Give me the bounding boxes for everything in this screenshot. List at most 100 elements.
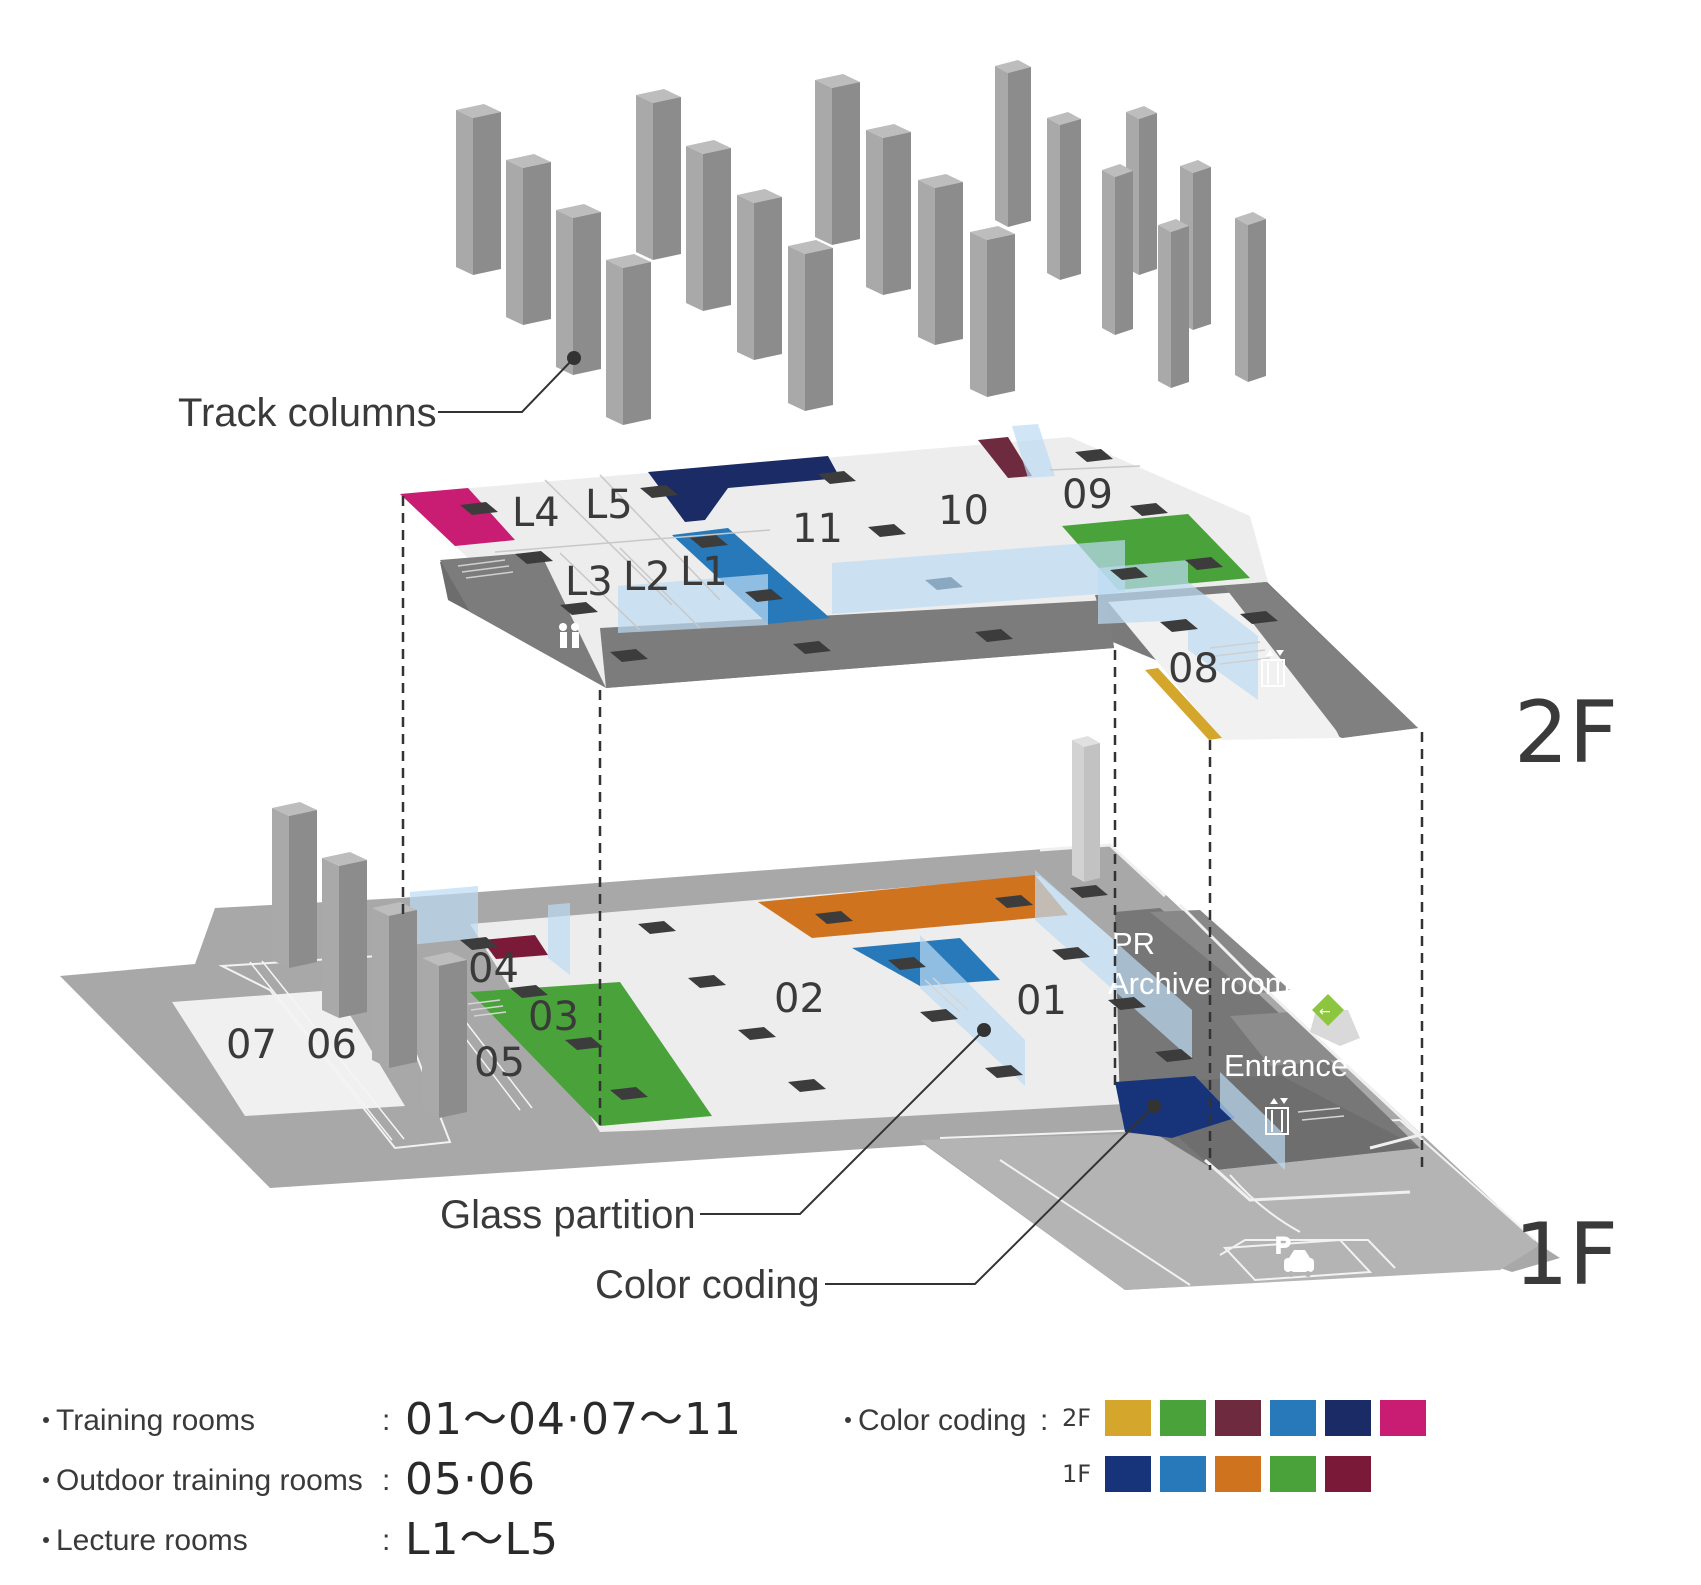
column [788, 240, 833, 411]
column [456, 104, 501, 275]
room-label-06: 06 [306, 1022, 357, 1068]
room-label-l2: L2 [623, 554, 671, 600]
zone-wine-2f [978, 437, 1032, 478]
legend-row-2f: 2F [1062, 1404, 1091, 1432]
column [272, 802, 317, 968]
elevator-icon [1265, 1098, 1289, 1135]
column [506, 154, 551, 325]
color-swatch [1160, 1400, 1206, 1436]
floor-label-2f: 2F [1514, 683, 1618, 783]
callout-color-coding: Color coding [595, 1263, 820, 1307]
column [556, 204, 601, 375]
column [1158, 219, 1189, 388]
glass-panel [1012, 424, 1055, 478]
area-07 [172, 990, 405, 1116]
glass-panel [410, 886, 478, 945]
track-columns [456, 60, 1266, 425]
svg-text:P: P [1274, 1232, 1292, 1260]
glass-panel [1035, 870, 1192, 1060]
legend-colon: : [382, 1524, 390, 1557]
zone-navy-2f [648, 456, 840, 522]
room-label-l1: L1 [680, 549, 728, 595]
exit-sign-icon: ← [1310, 994, 1360, 1046]
glass-panel [1220, 1072, 1285, 1170]
callout-track-columns: Track columns [178, 391, 437, 435]
color-swatch [1270, 1456, 1316, 1492]
column [372, 902, 417, 1068]
color-swatch [1325, 1400, 1371, 1436]
callout-glass-partition: Glass partition [440, 1193, 696, 1237]
room-label-05: 05 [474, 1040, 525, 1086]
room-label-l4: L4 [512, 490, 560, 536]
column [422, 952, 467, 1118]
color-swatch [1105, 1456, 1151, 1492]
color-swatch [1215, 1400, 1261, 1436]
column [636, 89, 681, 260]
column [322, 852, 367, 1018]
column [970, 226, 1015, 397]
color-swatch [1215, 1456, 1261, 1492]
legend-lecture-label: Lecture rooms [56, 1524, 248, 1557]
zone-green-1f [470, 982, 712, 1126]
legend-outdoor-value: 05·06 [405, 1454, 536, 1505]
zone-yellow-2f [1145, 668, 1222, 740]
color-swatch [1380, 1400, 1426, 1436]
glass-panel [832, 540, 1125, 614]
legend-row-1f: 1F [1062, 1460, 1091, 1488]
column [1235, 212, 1266, 382]
room-label-02: 02 [774, 976, 825, 1022]
glass-panel [548, 903, 570, 975]
column [866, 124, 911, 295]
parking-icon: P [1222, 1232, 1373, 1282]
color-swatch [1325, 1456, 1371, 1492]
room-label-11: 11 [792, 506, 843, 552]
legend-training-label: Training rooms [56, 1404, 255, 1437]
legend-colon: : [382, 1464, 390, 1497]
glass-panel [1098, 560, 1188, 624]
color-swatch [1270, 1400, 1316, 1436]
room-label-01: 01 [1016, 978, 1067, 1024]
glass-panel [1188, 582, 1258, 700]
color-swatch [1160, 1456, 1206, 1492]
column [1102, 164, 1133, 335]
column [686, 140, 731, 311]
legend-color-label: Color coding [858, 1404, 1026, 1437]
room-label-04: 04 [468, 946, 519, 992]
legend: Training rooms : 01～04·07～11 Outdoor tra… [43, 1394, 1426, 1565]
legend-swatches-1f [1105, 1456, 1371, 1492]
column [737, 189, 782, 360]
room-label-09: 09 [1062, 472, 1113, 518]
floor-2f: L4 L5 L3 L2 L1 11 10 09 08 [400, 424, 1418, 740]
legend-colon: : [382, 1404, 390, 1437]
floor-connectors [401, 496, 1424, 1170]
callout-leaders [438, 351, 1161, 1285]
legend-lecture-value: L1～L5 [405, 1514, 559, 1565]
zone-navy-1f [1115, 1076, 1235, 1138]
column [1072, 736, 1100, 882]
room-label-08: 08 [1168, 646, 1219, 692]
room-label-10: 10 [938, 488, 989, 534]
column [1047, 112, 1081, 280]
room-label-archive: Archive room [1108, 966, 1291, 1001]
zone-magenta-2f [400, 488, 515, 546]
legend-training-value: 01～04·07～11 [405, 1394, 742, 1445]
glass-panel [920, 935, 1025, 1086]
room-label-entrance: Entrance [1224, 1048, 1348, 1083]
color-swatch [1105, 1400, 1151, 1436]
restroom-icon [559, 623, 579, 648]
room-label-07: 07 [226, 1022, 277, 1068]
room-label-l3: L3 [565, 559, 613, 605]
svg-text:←: ← [1319, 1004, 1331, 1020]
column [918, 174, 963, 345]
room-label-03: 03 [528, 994, 579, 1040]
room-label-l5: L5 [585, 482, 633, 528]
floor-1f: P [60, 736, 1560, 1290]
zone-wine-1f [482, 935, 548, 959]
legend-outdoor-label: Outdoor training rooms [56, 1464, 363, 1497]
elevator-icon [1261, 650, 1285, 687]
room-label-pr: PR [1112, 926, 1155, 961]
legend-colon: : [1040, 1404, 1048, 1437]
column [606, 254, 651, 425]
floor-label-1f: 1F [1514, 1205, 1618, 1305]
